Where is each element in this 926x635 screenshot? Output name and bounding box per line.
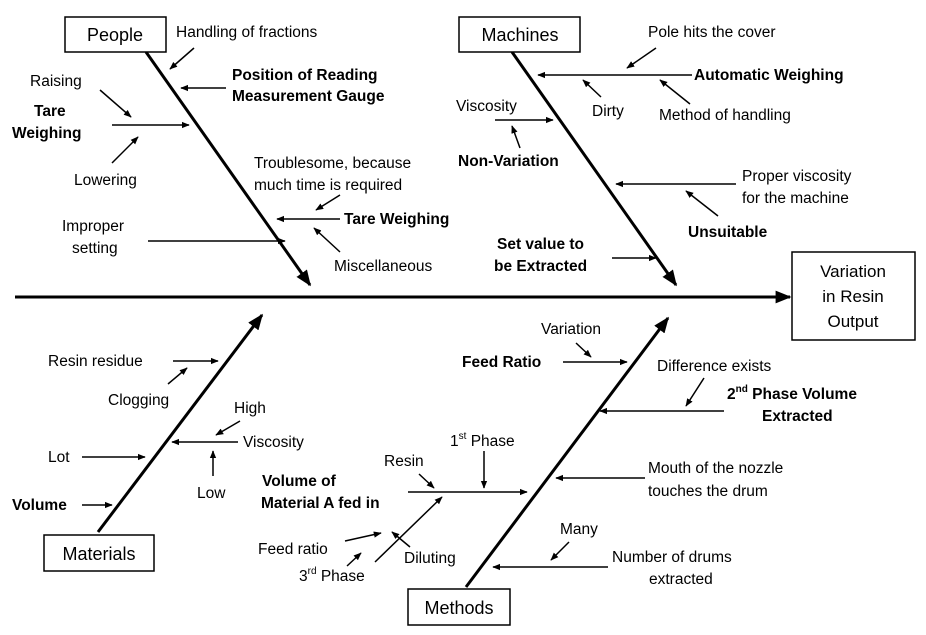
effect-box: Variation in Resin Output [791, 251, 916, 341]
materials-resin-residue: Resin residue [48, 353, 143, 370]
methods-phase2-line1: 2nd Phase Volume [727, 384, 857, 403]
arrow [626, 47, 657, 69]
arrow [418, 473, 435, 489]
arrow [167, 367, 188, 385]
methods-feed-ratio-small: Feed ratio [258, 541, 328, 558]
people-tare-line2: Weighing [12, 125, 81, 142]
machines-bone [510, 51, 678, 287]
category-people: People [64, 16, 167, 53]
arrow [550, 541, 570, 561]
people-tare-weighing: Tare Weighing [344, 211, 449, 228]
arrow [111, 136, 139, 164]
materials-viscosity: Viscosity [243, 434, 304, 451]
people-improper-line1: Improper [62, 218, 124, 235]
people-raising: Raising [30, 73, 82, 90]
methods-feed-ratio: Feed Ratio [462, 354, 541, 371]
arrow [511, 125, 521, 149]
people-troublesome-line2: much time is required [254, 177, 402, 194]
arrow [391, 531, 411, 548]
people-handling-fractions: Handling of fractions [176, 24, 318, 41]
methods-many: Many [560, 521, 598, 538]
category-materials-label: Materials [62, 544, 135, 564]
arrow [685, 377, 705, 407]
arrow [374, 496, 443, 563]
arrow [685, 190, 719, 217]
methods-phase3: 3rd Phase [299, 566, 365, 585]
category-people-label: People [87, 25, 143, 45]
machines-proper-line2: for the machine [742, 190, 849, 207]
machines-set-value-line2: be Extracted [494, 258, 587, 275]
machines-set-value-line1: Set value to [497, 236, 584, 253]
arrow [659, 79, 691, 105]
materials-high: High [234, 400, 266, 417]
people-position-line1: Position of Reading [232, 67, 378, 84]
category-methods: Methods [407, 588, 511, 626]
people-troublesome-line1: Troublesome, because [254, 155, 411, 172]
arrow [315, 194, 341, 211]
people-bone [144, 51, 312, 287]
machines-automatic-weighing: Automatic Weighing [694, 67, 844, 84]
arrow [344, 531, 382, 542]
arrow [582, 79, 602, 98]
effect-label-line1: Variation [820, 262, 886, 281]
effect-label-line3: Output [827, 312, 878, 331]
arrow [169, 47, 195, 70]
methods-mouth-line1: Mouth of the nozzle [648, 460, 783, 477]
materials-bone [96, 313, 264, 533]
machines-proper-line1: Proper viscosity [742, 168, 852, 185]
machines-dirty: Dirty [592, 103, 624, 120]
arrow [313, 227, 341, 253]
people-lowering: Lowering [74, 172, 137, 189]
category-materials: Materials [43, 534, 155, 572]
methods-variation: Variation [541, 321, 601, 338]
methods-difference-exists: Difference exists [657, 358, 772, 375]
arrow [575, 342, 592, 358]
materials-clogging: Clogging [108, 392, 169, 409]
people-tare-line1: Tare [34, 103, 66, 120]
machines-pole-hits: Pole hits the cover [648, 24, 776, 41]
people-miscellaneous: Miscellaneous [334, 258, 432, 275]
methods-drums-line2: extracted [649, 571, 713, 588]
effect-label-line2: in Resin [822, 287, 883, 306]
methods-mouth-line2: touches the drum [648, 483, 768, 500]
category-machines: Machines [458, 16, 581, 53]
arrow [346, 552, 362, 567]
machines-non-variation: Non-Variation [458, 153, 559, 170]
methods-volume-a-line2: Material A fed in [261, 495, 380, 512]
methods-bone [464, 316, 670, 588]
machines-viscosity: Viscosity [456, 98, 517, 115]
arrow [99, 89, 132, 118]
methods-resin: Resin [384, 453, 424, 470]
methods-diluting: Diluting [404, 550, 456, 567]
methods-drums-line1: Number of drums [612, 549, 732, 566]
people-position-line2: Measurement Gauge [232, 88, 385, 105]
materials-lot: Lot [48, 449, 70, 466]
arrow [215, 420, 241, 436]
machines-unsuitable: Unsuitable [688, 224, 768, 241]
methods-phase1: 1st Phase [450, 431, 515, 450]
category-methods-label: Methods [424, 598, 493, 618]
materials-low: Low [197, 485, 226, 502]
materials-volume: Volume [12, 497, 67, 514]
machines-method-handling: Method of handling [659, 107, 791, 124]
people-improper-line2: setting [72, 240, 118, 257]
methods-volume-a-line1: Volume of [262, 473, 337, 490]
category-machines-label: Machines [481, 25, 558, 45]
methods-phase2-line2: Extracted [762, 408, 833, 425]
